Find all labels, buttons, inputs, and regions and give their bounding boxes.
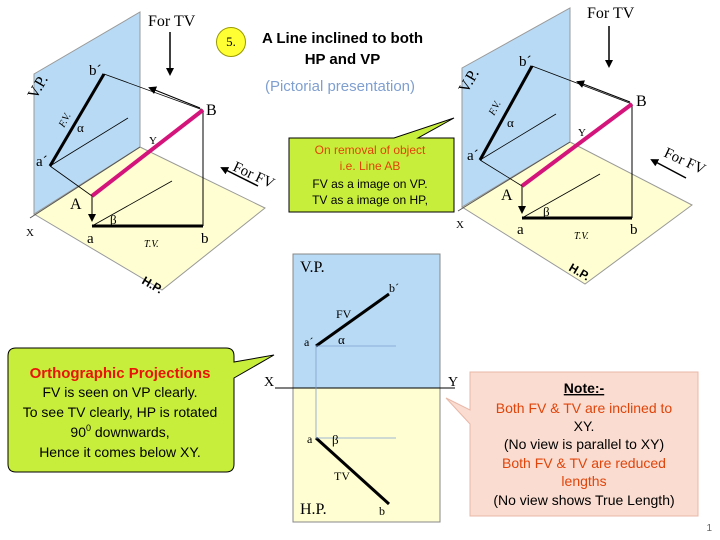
note-heading: Note:- xyxy=(564,380,605,396)
projector-adash-left xyxy=(49,165,93,197)
ortho-label-beta: β xyxy=(332,432,339,447)
orthographic-view: V.P. H.P. FV TV b´ a´ a b α β X Y xyxy=(264,253,458,523)
xy-line-right xyxy=(457,141,571,212)
ortho-label-x: X xyxy=(264,375,274,390)
note-line6: (No view shows True Length) xyxy=(493,492,674,508)
note-callout-box xyxy=(445,371,699,517)
pictorial-view-left: For TV For FV V.P. H.P. F.V. T.V. b´ a´ … xyxy=(25,11,277,296)
ortho-callout-line3: 900 downwards, xyxy=(70,423,169,440)
ortho-label-fv: FV xyxy=(336,307,352,321)
removal-callout-box xyxy=(288,117,455,213)
removal-callout-line2: i.e. Line AB xyxy=(340,159,401,173)
label-x-right: X xyxy=(456,219,464,231)
ortho-label-a: a xyxy=(307,432,313,446)
ortho-callout: Orthographic Projections FV is seen on V… xyxy=(7,347,275,473)
for-fv-arrow-right xyxy=(650,159,687,179)
note-callout: Note:- Both FV & TV are inclined to XY. … xyxy=(445,371,699,517)
note-line5: lengths xyxy=(561,473,606,489)
ortho-fv-line xyxy=(315,292,390,348)
projector-adash-right xyxy=(479,159,523,187)
slide-title-line1: A Line inclined to both xyxy=(261,30,424,47)
ortho-label-hp: H.P. xyxy=(300,501,327,518)
label-B-right: B xyxy=(636,93,647,110)
removal-callout-line1: On removal of object xyxy=(315,143,426,157)
xy-line-left xyxy=(29,146,141,219)
ortho-callout-heading: Orthographic Projections xyxy=(30,365,211,382)
ortho-vp-plane xyxy=(292,253,441,389)
label-alpha-right: α xyxy=(507,115,514,130)
label-beta-right: β xyxy=(543,204,550,219)
label-a-left: a xyxy=(87,231,94,247)
ortho-label-alpha: α xyxy=(338,332,345,347)
label-tv-right: T.V. xyxy=(574,231,589,242)
label-alpha-left: α xyxy=(77,120,84,135)
slide-subtitle: (Pictorial presentation) xyxy=(264,78,416,95)
for-fv-arrow-left xyxy=(220,167,259,187)
label-x-left: X xyxy=(26,227,34,239)
slide-title-line2: HP and VP xyxy=(304,51,381,68)
label-for-fv-left: For FV xyxy=(230,159,277,192)
fv-horizontal-left xyxy=(49,117,129,167)
note-line1: Both FV & TV are inclined to xyxy=(496,400,673,416)
ortho-callout-line4: Hence it comes below XY. xyxy=(39,444,201,460)
label-bdash-left: b´ xyxy=(89,63,102,79)
ortho-label-tv: TV xyxy=(334,469,350,483)
view-pointer-left xyxy=(148,86,201,109)
label-beta-left: β xyxy=(110,212,117,227)
pictorial-view-right: For TV For FV V.P. H.P. F.V. T.V. b´ a´ … xyxy=(456,5,708,285)
ortho-callout-line3-num: 90 xyxy=(70,424,86,440)
page-number: 1 xyxy=(706,523,712,534)
ortho-tv-line xyxy=(314,436,391,506)
ortho-callout-line2: To see TV clearly, HP is rotated xyxy=(23,404,218,420)
note-line4: Both FV & TV are reduced xyxy=(502,455,666,471)
ortho-label-adash: a´ xyxy=(304,335,313,349)
true-line-ab-right xyxy=(520,102,634,188)
ortho-callout-line3-rest: downwards, xyxy=(91,424,170,440)
ortho-callout-box xyxy=(7,347,275,473)
fv-line-left xyxy=(48,73,106,167)
note-line2: XY. xyxy=(574,418,595,434)
label-for-tv-left: For TV xyxy=(148,13,196,30)
ortho-label-b: b xyxy=(379,504,385,518)
fv-horizontal-right xyxy=(479,113,557,161)
label-b-right: b xyxy=(630,222,638,238)
removal-callout-line3: FV as a image on VP. xyxy=(312,177,427,191)
label-bdash-right: b´ xyxy=(519,54,532,70)
view-pointer-right xyxy=(576,80,631,103)
slide-title: A Line inclined to both HP and VP xyxy=(250,28,435,70)
note-line3: (No view is parallel to XY) xyxy=(504,436,664,452)
label-tv-left: T.V. xyxy=(144,239,159,250)
label-y-left: Y xyxy=(149,135,157,147)
ortho-hp-plane xyxy=(292,387,441,523)
slide-number-badge: 5. xyxy=(216,27,246,57)
removal-callout: On removal of object i.e. Line AB FV as … xyxy=(288,117,455,213)
label-y-right: Y xyxy=(578,127,586,139)
tv-slant-left xyxy=(91,180,173,227)
label-B-left: B xyxy=(206,102,217,119)
label-adash-left: a´ xyxy=(36,154,48,170)
ortho-label-y: Y xyxy=(448,375,458,390)
ortho-label-bdash: b´ xyxy=(389,281,399,295)
label-for-tv-right: For TV xyxy=(587,5,635,22)
true-line-ab-left xyxy=(90,108,205,198)
ortho-callout-line3-sup: 0 xyxy=(86,423,91,433)
fv-line-right xyxy=(478,65,534,161)
removal-callout-line4: TV as a image on HP, xyxy=(312,193,428,207)
tv-slant-right xyxy=(521,173,601,219)
ortho-label-vp: V.P. xyxy=(300,259,325,276)
label-b-left: b xyxy=(201,231,209,247)
label-for-fv-right: For FV xyxy=(661,145,708,178)
label-A-right: A xyxy=(501,187,513,204)
label-A-left: A xyxy=(70,196,82,213)
label-a-right: a xyxy=(517,222,524,238)
ortho-callout-line1: FV is seen on VP clearly. xyxy=(42,384,197,400)
label-adash-right: a´ xyxy=(467,148,479,164)
